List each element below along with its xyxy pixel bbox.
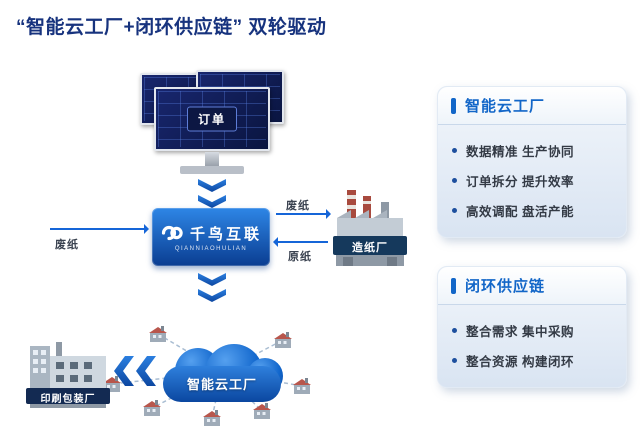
platform-logo: 千鸟互联 — [160, 223, 262, 244]
accent-bar — [451, 277, 456, 294]
panel-title: 智能云工厂 — [465, 98, 546, 115]
monitor-stand-base — [180, 166, 244, 174]
paper-mill: 造纸厂 — [333, 188, 407, 268]
panel-header: 智能云工厂 — [438, 87, 626, 125]
chevron-left-icon — [114, 356, 134, 386]
cloud-icon — [163, 366, 281, 402]
panel-header: 闭环供应链 — [438, 267, 626, 305]
waste-paper-left-label: 废纸 — [55, 239, 79, 251]
panel-body: 数据精准 生产协同 订单拆分 提升效率 高效调配 盘活产能 — [438, 125, 626, 237]
chevron-down-icon — [198, 289, 226, 302]
arrow-right-icon — [50, 224, 149, 234]
printing-factory: 印刷包装厂 — [26, 338, 110, 408]
building-icon — [143, 400, 161, 416]
building-icon — [293, 378, 311, 394]
chevron-down-icon — [198, 179, 226, 192]
bullet-dot-icon — [452, 177, 457, 183]
bullet-text: 整合需求 集中采购 — [466, 324, 574, 339]
cloud-factory-label: 智能云工厂 — [186, 377, 257, 392]
bullet-text: 订单拆分 提升效率 — [466, 174, 574, 189]
flow-arrow-down-1 — [198, 179, 226, 208]
building-icon — [203, 410, 221, 426]
list-item: 数据精准 生产协同 — [452, 135, 612, 165]
bullet-dot-icon — [452, 147, 457, 153]
list-item: 整合需求 集中采购 — [452, 315, 612, 345]
printing-factory-label: 印刷包装厂 — [40, 394, 96, 405]
monitor-screen-front: 订单 — [154, 87, 270, 151]
chevron-down-icon — [198, 273, 226, 286]
bullet-text: 数据精准 生产协同 — [466, 144, 574, 159]
bullet-dot-icon — [452, 357, 457, 363]
list-item: 整合资源 构建闭环 — [452, 345, 612, 375]
factory-icon — [333, 190, 407, 266]
order-label: 订单 — [186, 106, 238, 132]
chevron-down-icon — [198, 195, 226, 208]
panel-title: 闭环供应链 — [465, 278, 546, 295]
arrow-right-icon — [276, 209, 331, 219]
platform-caption: QIANNIAOHULIAN — [174, 245, 248, 252]
paper-mill-label: 造纸厂 — [352, 242, 388, 254]
accent-bar — [451, 97, 456, 114]
platform-name: 千鸟互联 — [189, 225, 262, 243]
panel-body: 整合需求 集中采购 整合资源 构建闭环 — [438, 305, 626, 387]
flow-arrow-down-2 — [198, 273, 226, 302]
monitor-stand-neck — [205, 152, 219, 166]
smart-cloud-factory: 智能云工厂 — [163, 344, 283, 402]
bullet-text: 高效调配 盘活产能 — [466, 204, 574, 219]
panel-smart-cloud-factory: 智能云工厂 数据精准 生产协同 订单拆分 提升效率 高效调配 盘活产能 — [437, 86, 627, 238]
page-title: “智能云工厂+闭环供应链” 双轮驱动 — [16, 17, 327, 38]
list-item: 订单拆分 提升效率 — [452, 165, 612, 195]
qianniao-logo-icon — [161, 225, 183, 241]
raw-paper-label: 原纸 — [288, 251, 312, 263]
panel-closed-loop-supply-chain: 闭环供应链 整合需求 集中采购 整合资源 构建闭环 — [437, 266, 627, 388]
platform-card: 千鸟互联 QIANNIAOHULIAN — [152, 208, 270, 266]
waste-paper-right-label: 废纸 — [286, 200, 310, 212]
bullet-dot-icon — [452, 327, 457, 333]
arrow-left-icon — [273, 237, 328, 247]
bullet-dot-icon — [452, 207, 457, 213]
building-icon — [26, 342, 110, 408]
orders-monitor: 订单 — [140, 70, 284, 176]
flow-arrow-left — [114, 356, 156, 386]
list-item: 高效调配 盘活产能 — [452, 195, 612, 225]
bullet-text: 整合资源 构建闭环 — [466, 354, 574, 369]
building-icon — [149, 326, 167, 342]
building-icon — [253, 403, 271, 419]
chevron-left-icon — [136, 356, 156, 386]
